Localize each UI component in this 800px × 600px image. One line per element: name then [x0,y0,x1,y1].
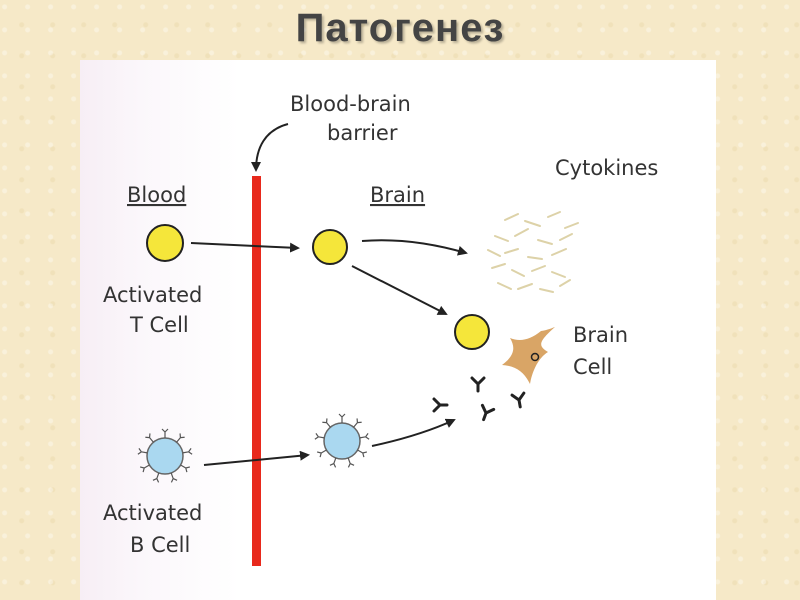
antibody-release-arrow [371,418,456,447]
barrier-label-line1: Blood-brain [290,92,411,116]
t-cell-label-line1: Activated [103,283,202,307]
brain-cell [502,327,555,384]
antibody-icon [432,397,449,413]
cytokine-release-arrow [361,239,468,256]
heading-blood: Blood [127,183,186,207]
b-cell-migration-arrow [203,450,310,466]
t-cell-attacking [454,314,490,350]
blood-brain-barrier [252,176,261,566]
heading-brain: Brain [370,183,425,207]
b-cell-brain [314,413,370,468]
t-cell-brain [312,229,348,265]
brain-cell-nucleus [530,352,540,362]
antibody-icon [510,391,528,410]
brain-cell-label-line1: Brain [573,323,628,347]
brain-cell-label-line2: Cell [573,355,612,379]
barrier-label-line2: barrier [327,121,398,145]
b-cell-blood [137,428,193,483]
antibody-icon [476,403,496,424]
b-cell-label-line1: Activated [103,501,202,525]
diagram-panel [80,60,716,600]
t-cell-migration-arrow [190,242,300,253]
antibody-icon [470,376,486,393]
t-cell-blood [146,224,184,262]
cytokines-label: Cytokines [555,156,658,180]
t-cell-to-brain-cell-arrow [351,265,448,315]
barrier-pointer-arrow [251,123,289,172]
t-cell-label-line2: T Cell [129,313,189,337]
cytokines-cloud [487,211,579,293]
slide-title: Патогенез [295,6,505,50]
b-cell-label-line2: B Cell [130,533,190,557]
